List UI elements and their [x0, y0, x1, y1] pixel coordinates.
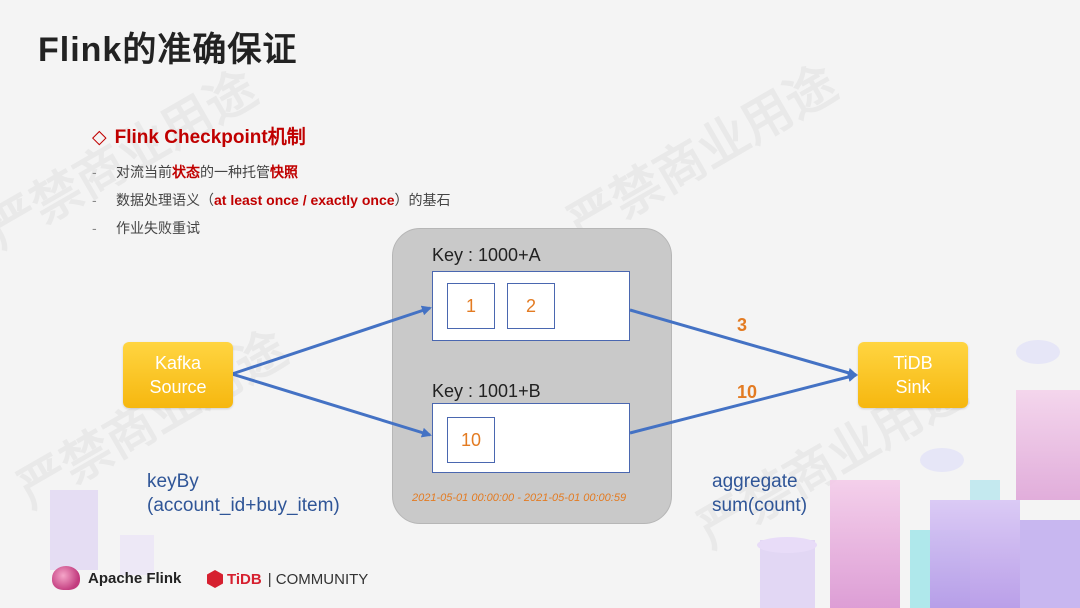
node-label: Sink — [895, 377, 931, 397]
section-heading: ◇ Flink Checkpoint机制 — [92, 122, 306, 149]
arrow-key-a-to-sink — [629, 308, 858, 378]
aggregate-label: aggregate sum(count) — [712, 470, 807, 518]
node-label: TiDB — [893, 353, 933, 373]
bullet-item: - 数据处理语义（at least once / exactly once）的基石 — [92, 190, 451, 210]
bullet-item: - 对流当前状态的一种托管快照 — [92, 162, 298, 182]
arrow-source-to-key-a — [231, 305, 432, 376]
dash-icon: - — [92, 220, 97, 236]
operator-text: (account_id+buy_item) — [147, 495, 340, 516]
city-illustration — [757, 340, 1080, 608]
slide-title: Flink的准确保证 — [38, 31, 298, 69]
bullet-highlight: at least once / exactly once — [214, 192, 395, 208]
kafka-source-node: Kafka Source — [123, 342, 233, 408]
flink-logo-text: Apache Flink — [88, 569, 182, 587]
operator-text: keyBy — [147, 471, 199, 492]
bullet-text: 的一种托管 — [200, 164, 270, 180]
key-b-label: Key : 1001+B — [432, 381, 541, 401]
state-cell: 1 — [447, 283, 495, 329]
bullet-highlight: 快照 — [270, 164, 298, 180]
tidb-community-logo: TiDB | COMMUNITY — [207, 570, 368, 588]
state-cell: 2 — [507, 283, 555, 329]
bullet-text: 对流当前 — [116, 164, 172, 180]
operator-text: aggregate — [712, 471, 798, 492]
node-label: Kafka — [154, 353, 202, 373]
dash-icon: - — [92, 164, 97, 180]
arrow-source-to-key-b — [231, 372, 432, 438]
tidb-sink-node: TiDB Sink — [858, 342, 968, 408]
cube-decoration — [50, 490, 154, 575]
diamond-icon: ◇ — [92, 127, 107, 148]
apache-flink-logo: Apache Flink — [52, 566, 181, 590]
window-range: 2021-05-01 00:00:00 - 2021-05-01 00:00:5… — [412, 492, 627, 504]
bullet-text: 作业失败重试 — [116, 220, 200, 236]
tidb-logo-text: TiDB — [227, 570, 262, 588]
count-key-b: 10 — [737, 382, 758, 402]
keyby-label: keyBy (account_id+buy_item) — [147, 470, 340, 518]
state-cell: 10 — [447, 417, 495, 463]
heading-text: Flink Checkpoint机制 — [114, 127, 306, 148]
arrow-key-b-to-sink — [629, 372, 858, 435]
bullet-item: - 作业失败重试 — [92, 218, 200, 238]
bullet-highlight: 状态 — [172, 164, 200, 180]
bullet-text: ）的基石 — [394, 192, 451, 208]
key-a-label: Key : 1000+A — [432, 245, 541, 265]
community-text: | COMMUNITY — [267, 570, 369, 588]
dash-icon: - — [92, 192, 97, 208]
flink-squirrel-icon — [52, 566, 80, 590]
count-key-a: 3 — [737, 315, 748, 335]
node-label: Source — [149, 377, 207, 397]
bullet-text: 数据处理语义（ — [116, 192, 214, 208]
operator-text: sum(count) — [712, 495, 808, 516]
tidb-logo-icon — [207, 570, 223, 588]
